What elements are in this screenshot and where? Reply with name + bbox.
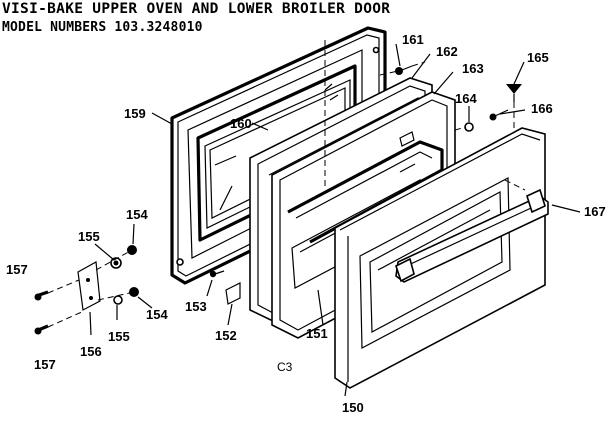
callout-163: 163 (462, 61, 484, 76)
diagram-title: VISI-BAKE UPPER OVEN AND LOWER BROILER D… (2, 1, 391, 17)
leader-lines (89, 43, 581, 397)
callout-154-upper: 154 (126, 207, 148, 222)
model-numbers: MODEL NUMBERS 103.3248010 (2, 20, 203, 35)
callout-167: 167 (584, 204, 606, 219)
callout-162: 162 (436, 44, 458, 59)
callout-155-lower: 155 (108, 329, 130, 344)
callout-150: 150 (342, 400, 364, 415)
callout-161: 161 (402, 32, 424, 47)
part-152-clip (225, 282, 241, 305)
callout-152: 152 (215, 328, 237, 343)
callout-156: 156 (80, 344, 102, 359)
callout-159: 159 (124, 106, 146, 121)
callout-155-upper: 155 (78, 229, 100, 244)
callout-154-lower: 154 (146, 307, 168, 322)
callout-160: 160 (230, 116, 252, 131)
callout-157-lower: 157 (34, 357, 56, 372)
part-167-door-handle (395, 188, 549, 283)
callout-165: 165 (527, 50, 549, 65)
callout-151: 151 (306, 326, 328, 341)
hinge-hardware-left (34, 245, 139, 335)
top-hardware (395, 65, 522, 132)
callout-166: 166 (531, 101, 553, 116)
callout-153: 153 (185, 299, 207, 314)
diagram-code: C3 (277, 360, 293, 374)
callout-157-upper: 157 (6, 262, 28, 277)
part-153-screw (209, 270, 225, 278)
callout-164: 164 (455, 91, 477, 106)
